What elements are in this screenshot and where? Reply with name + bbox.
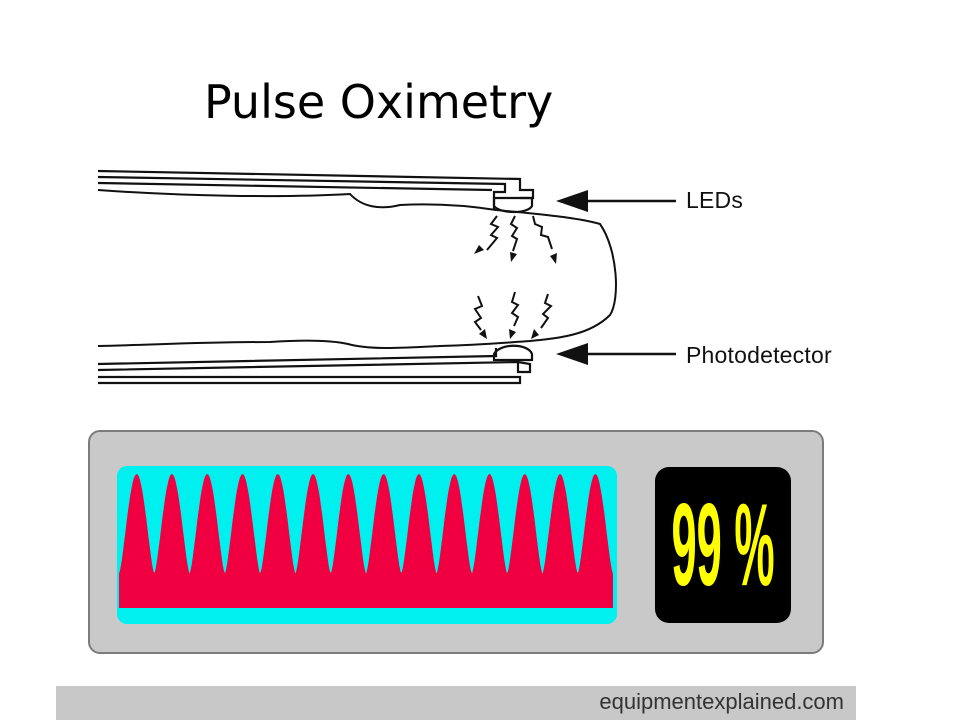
photodetector-pointer-arrow [556, 343, 676, 365]
footer-website-text: equipmentexplained.com [599, 689, 844, 714]
footer-bar: equipmentexplained.com [56, 686, 856, 720]
led-label: LEDs [686, 187, 744, 213]
slide-title: Pulse Oximetry [204, 75, 554, 129]
pulse-waveform-fill [119, 474, 613, 608]
spo2-reading: 99 % [671, 478, 775, 611]
emitted-light-arrowheads [474, 245, 557, 264]
received-light-arrows [473, 291, 553, 331]
sensor-clip-top [97, 169, 535, 209]
sensor-clip-bottom [97, 348, 532, 385]
led-component [492, 196, 534, 214]
emitted-light-arrows [486, 215, 553, 252]
plethysmograph-waveform [119, 474, 613, 608]
received-light-arrowheads [479, 329, 539, 339]
photodetector-component [492, 344, 534, 362]
led-pointer-arrow [556, 190, 676, 212]
plethysmograph-screen [117, 466, 617, 624]
finger-sensor-diagram [97, 169, 676, 385]
spo2-display: 99 % [655, 467, 791, 623]
photodetector-label: Photodetector [686, 342, 832, 368]
finger-outline [97, 189, 617, 349]
